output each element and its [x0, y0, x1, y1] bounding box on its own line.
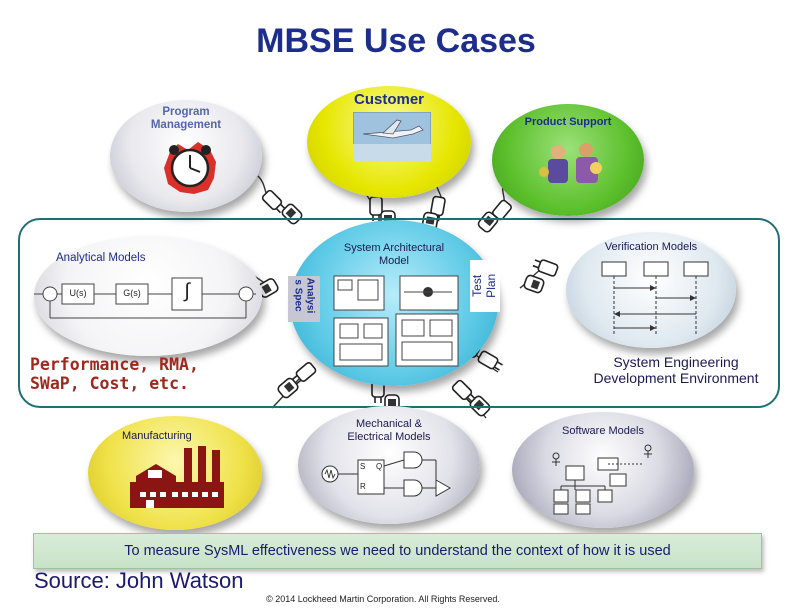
performance-label: Performance, RMA, SWaP, Cost, etc. — [30, 355, 199, 393]
software-models-label: Software Models — [562, 425, 644, 437]
integral-block-label: ∫ — [184, 280, 190, 302]
analysis-spec-label: Analysi s Spec — [293, 277, 316, 314]
manufacturing-node: Manufacturing — [88, 416, 262, 530]
mechanical-electrical-node: Mechanical & Electrical Models S R Q — [298, 406, 480, 524]
test-plan-label: Test Plan — [470, 273, 498, 298]
block-diagram — [34, 277, 256, 319]
analytical-models-node: Analytical Models U(s) G(s) ∫ — [34, 236, 262, 356]
page-title: MBSE Use Cases — [256, 22, 536, 60]
g-block-label: G(s) — [123, 288, 141, 298]
software-models-node: Software Models — [512, 412, 694, 528]
copyright-label: © 2014 Lockheed Martin Corporation. All … — [266, 594, 500, 604]
integral-block — [171, 277, 203, 311]
analysis-spec-tab: Analysi s Spec — [288, 276, 320, 322]
people-icon — [539, 143, 602, 183]
mechanical-electrical-label: Mechanical & Electrical Models — [347, 418, 431, 443]
customer-label: Customer — [353, 91, 424, 108]
factory-icon — [130, 446, 224, 508]
source-label: Source: John Watson — [34, 568, 244, 593]
analytical-models-label: Analytical Models — [56, 252, 146, 264]
product-support-node: Product Support — [492, 104, 644, 216]
program-management-label: Program Management — [150, 106, 222, 132]
verification-models-node: Verification Models — [566, 232, 736, 348]
clock-icon — [164, 142, 216, 194]
program-management-node: Program Management — [110, 100, 262, 212]
circuit-diagram — [321, 451, 452, 497]
software-diagram — [552, 444, 652, 515]
flipflop-s-label: S — [360, 462, 366, 471]
sequence-diagram — [601, 261, 709, 334]
system-architectural-model-node: System Architectural Model — [290, 220, 498, 386]
u-block-label: U(s) — [69, 288, 87, 298]
architecture-diagram — [333, 275, 459, 367]
airplane-icon — [353, 112, 431, 162]
flipflop-q-label: Q — [376, 462, 383, 471]
test-plan-tab: Test Plan — [470, 260, 500, 312]
system-model-label: System Architectural Model — [343, 242, 445, 267]
environment-label: System Engineering Development Environme… — [593, 354, 759, 387]
verification-models-label: Verification Models — [604, 241, 698, 253]
manufacturing-label: Manufacturing — [122, 430, 192, 442]
flipflop-r-label: R — [360, 482, 366, 491]
product-support-label: Product Support — [524, 116, 612, 128]
customer-node: Customer — [307, 86, 471, 198]
context-banner: To measure SysML effectiveness we need t… — [33, 533, 762, 569]
u-block — [61, 283, 95, 305]
g-block — [115, 283, 149, 305]
